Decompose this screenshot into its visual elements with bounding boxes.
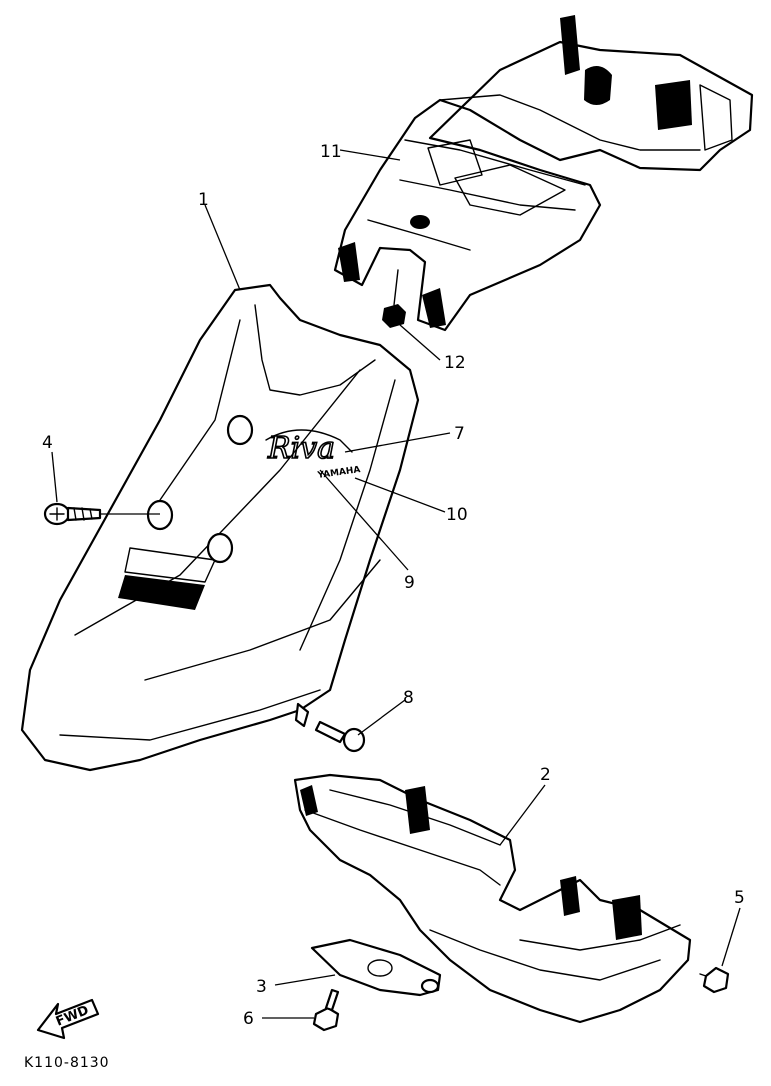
callout-2: 2 bbox=[540, 765, 551, 785]
part-2-lower-cover bbox=[293, 773, 692, 1024]
callout-3: 3 bbox=[256, 977, 267, 997]
drawing-code: K110-8130 bbox=[24, 1055, 110, 1071]
callout-11: 11 bbox=[320, 142, 342, 162]
emblem-script-text: Riva bbox=[267, 431, 335, 466]
callout-labels: 1 2 3 4 5 6 7 8 9 10 11 12 bbox=[42, 142, 745, 1029]
callout-12: 12 bbox=[444, 353, 466, 373]
callout-6: 6 bbox=[243, 1009, 254, 1029]
callout-7: 7 bbox=[454, 424, 465, 444]
part-8-screw bbox=[314, 720, 366, 753]
part-4-screw bbox=[43, 502, 102, 526]
part-3-plate bbox=[310, 938, 442, 997]
callout-1: 1 bbox=[198, 190, 209, 210]
part-1-front-cover bbox=[20, 283, 420, 772]
leader-lines bbox=[51, 149, 741, 1019]
callout-4: 4 bbox=[42, 433, 53, 453]
callout-8: 8 bbox=[403, 688, 414, 708]
part-5-bolt bbox=[699, 966, 730, 994]
part-11-inner-panel bbox=[333, 15, 754, 332]
callout-5: 5 bbox=[734, 888, 745, 908]
part-6-bolt bbox=[312, 988, 340, 1032]
callout-9: 9 bbox=[404, 573, 415, 593]
fwd-arrow: FWD bbox=[36, 998, 100, 1040]
callout-10: 10 bbox=[446, 505, 468, 525]
part-12-nut bbox=[382, 269, 406, 328]
